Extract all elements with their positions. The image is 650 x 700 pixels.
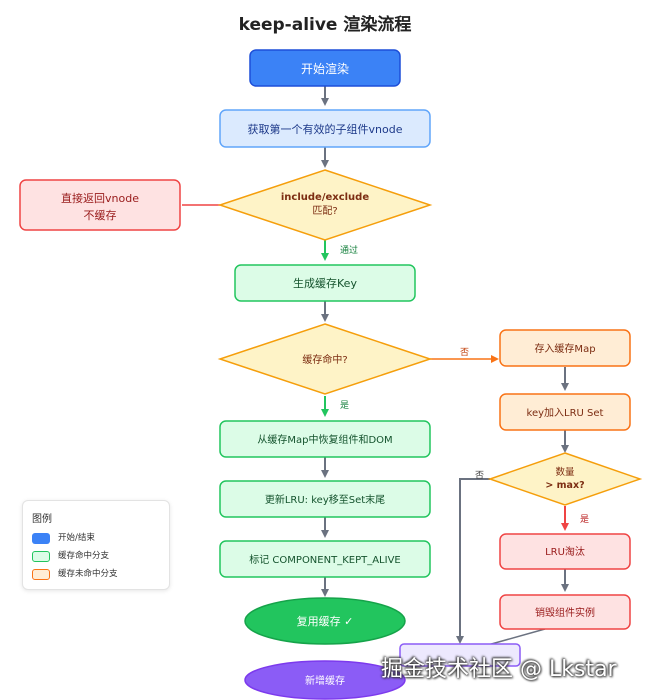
node-restore[interactable]: 从缓存Map中恢复组件和DOM — [219, 420, 431, 458]
node-lru-evict-label: LRU淘汰 — [545, 545, 585, 558]
legend-swatch-blue — [32, 533, 50, 544]
node-cache-hit[interactable]: 缓存命中? — [217, 323, 433, 395]
node-update-lru[interactable]: 更新LRU: key移至Set末尾 — [219, 480, 431, 518]
node-include-line1: include/exclude — [281, 192, 369, 203]
node-include-exclude[interactable]: include/exclude 匹配? — [217, 169, 433, 241]
diagram-title: keep-alive 渲染流程 — [239, 14, 412, 35]
node-count-line2: > max? — [545, 480, 584, 491]
legend-swatch-orange — [32, 569, 50, 580]
node-count-line1: 数量 — [555, 466, 575, 478]
node-direct-return[interactable]: 直接返回vnode 不缓存 — [19, 179, 181, 231]
node-store-map[interactable]: 存入缓存Map — [499, 329, 631, 367]
node-destroy[interactable]: 销毁组件实例 — [499, 594, 631, 630]
legend-label: 开始/结束 — [58, 533, 95, 543]
node-store-map-label: 存入缓存Map — [534, 342, 595, 355]
node-gen-key-label: 生成缓存Key — [293, 276, 357, 290]
edge-label-no: 否 — [460, 347, 469, 358]
node-add-lru-label: key加入LRU Set — [527, 407, 604, 419]
legend-label: 缓存命中分支 — [58, 551, 110, 561]
edge-label-no2: 否 — [475, 470, 484, 481]
edge-count-no-to-join — [456, 478, 490, 644]
node-reuse[interactable]: 复用缓存 ✓ — [244, 597, 406, 645]
legend-swatch-green — [32, 551, 50, 562]
node-mark-kept[interactable]: 标记 COMPONENT_KEPT_ALIVE — [219, 540, 431, 578]
node-get-vnode-label: 获取第一个有效的子组件vnode — [248, 122, 403, 136]
node-add-lru[interactable]: key加入LRU Set — [499, 393, 631, 431]
node-restore-label: 从缓存Map中恢复组件和DOM — [257, 433, 392, 446]
node-return-line1: 直接返回vnode — [61, 191, 139, 205]
node-join — [399, 643, 521, 667]
node-return-line2: 不缓存 — [84, 208, 117, 222]
node-include-line2: 匹配? — [312, 205, 337, 217]
node-gen-key[interactable]: 生成缓存Key — [234, 264, 416, 302]
node-start[interactable]: 开始渲染 — [249, 49, 401, 87]
legend-title: 图例 — [32, 514, 52, 525]
node-cache-hit-label: 缓存命中? — [302, 353, 347, 366]
watermark: 掘金技术社区 @ Lkstar — [381, 657, 617, 682]
node-start-label: 开始渲染 — [301, 61, 349, 76]
legend: 图例 开始/结束 缓存命中分支 缓存未命中分支 — [22, 500, 170, 590]
edges — [182, 86, 569, 651]
node-reuse-label: 复用缓存 ✓ — [297, 614, 354, 628]
node-count-max[interactable]: 数量 > max? — [487, 452, 643, 506]
node-get-vnode[interactable]: 获取第一个有效的子组件vnode — [219, 109, 431, 148]
node-new-cache[interactable]: 新增缓存 — [244, 660, 406, 700]
node-lru-evict[interactable]: LRU淘汰 — [499, 533, 631, 570]
node-update-lru-label: 更新LRU: key移至Set末尾 — [265, 493, 385, 506]
node-new-cache-label: 新增缓存 — [305, 674, 345, 687]
edge-label-yes: 是 — [340, 400, 349, 411]
edge-label-pass: 通过 — [340, 244, 358, 256]
edge-label-yes2: 是 — [580, 514, 589, 525]
node-destroy-label: 销毁组件实例 — [535, 606, 595, 619]
node-mark-kept-label: 标记 COMPONENT_KEPT_ALIVE — [249, 554, 400, 566]
legend-label: 缓存未命中分支 — [58, 569, 118, 579]
